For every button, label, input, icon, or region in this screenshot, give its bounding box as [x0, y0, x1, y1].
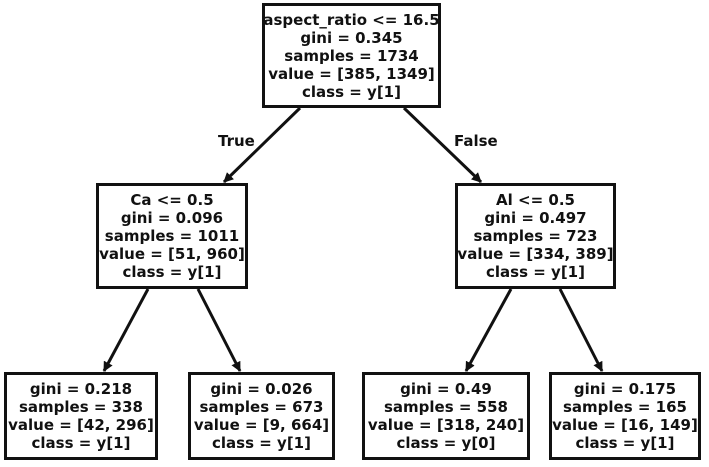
node-samples: samples = 558	[384, 398, 508, 416]
edge-right-to-leaf-4	[558, 288, 604, 372]
node-samples: samples = 165	[563, 398, 687, 416]
node-class: class = y[1]	[302, 82, 401, 101]
node-class: class = y[1]	[212, 434, 311, 452]
node-gini: gini = 0.096	[120, 209, 224, 227]
node-class: class = y[1]	[122, 263, 222, 281]
edge-left-to-leaf-2	[196, 288, 242, 372]
node-samples: samples = 673	[199, 398, 324, 416]
edge-right-to-leaf-3	[464, 288, 513, 372]
tree-node-right: Al <= 0.5 gini = 0.497 samples = 723 val…	[455, 183, 616, 289]
node-split-rule: aspect_ratio <= 16.5	[263, 10, 440, 29]
node-class: class = y[1]	[486, 263, 585, 281]
edge-root-to-left	[222, 106, 302, 184]
node-value: value = [16, 149]	[552, 416, 698, 434]
node-split-rule: Ca <= 0.5	[130, 191, 214, 209]
tree-leaf-left-right: gini = 0.026 samples = 673 value = [9, 6…	[188, 372, 335, 460]
tree-node-left: Ca <= 0.5 gini = 0.096 samples = 1011 va…	[96, 183, 248, 289]
node-samples: samples = 338	[19, 398, 143, 416]
node-split-rule: Al <= 0.5	[496, 191, 575, 209]
node-value: value = [9, 664]	[193, 416, 330, 434]
node-gini: gini = 0.175	[573, 380, 677, 398]
node-value: value = [334, 389]	[457, 245, 614, 263]
tree-leaf-left-left: gini = 0.218 samples = 338 value = [42, …	[4, 372, 158, 460]
node-value: value = [42, 296]	[8, 416, 154, 434]
node-gini: gini = 0.49	[400, 380, 492, 398]
node-samples: samples = 723	[473, 227, 598, 245]
node-class: class = y[0]	[396, 434, 496, 452]
edge-label-false: False	[454, 132, 498, 150]
node-samples: samples = 1734	[284, 46, 419, 65]
node-class: class = y[1]	[575, 434, 675, 452]
tree-node-root: aspect_ratio <= 16.5 gini = 0.345 sample…	[262, 3, 441, 108]
edge-label-true: True	[218, 132, 255, 150]
node-gini: gini = 0.026	[210, 380, 313, 398]
node-gini: gini = 0.218	[29, 380, 133, 398]
node-gini: gini = 0.345	[300, 28, 403, 47]
edge-root-to-right	[402, 106, 483, 184]
node-value: value = [385, 1349]	[268, 64, 435, 83]
node-value: value = [51, 960]	[99, 245, 245, 263]
node-class: class = y[1]	[31, 434, 131, 452]
tree-leaf-right-right: gini = 0.175 samples = 165 value = [16, …	[549, 372, 701, 460]
node-value: value = [318, 240]	[367, 416, 525, 434]
tree-leaf-right-left: gini = 0.49 samples = 558 value = [318, …	[362, 372, 530, 460]
edge-left-to-leaf-1	[102, 288, 150, 372]
node-samples: samples = 1011	[104, 227, 240, 245]
node-gini: gini = 0.497	[484, 209, 587, 227]
